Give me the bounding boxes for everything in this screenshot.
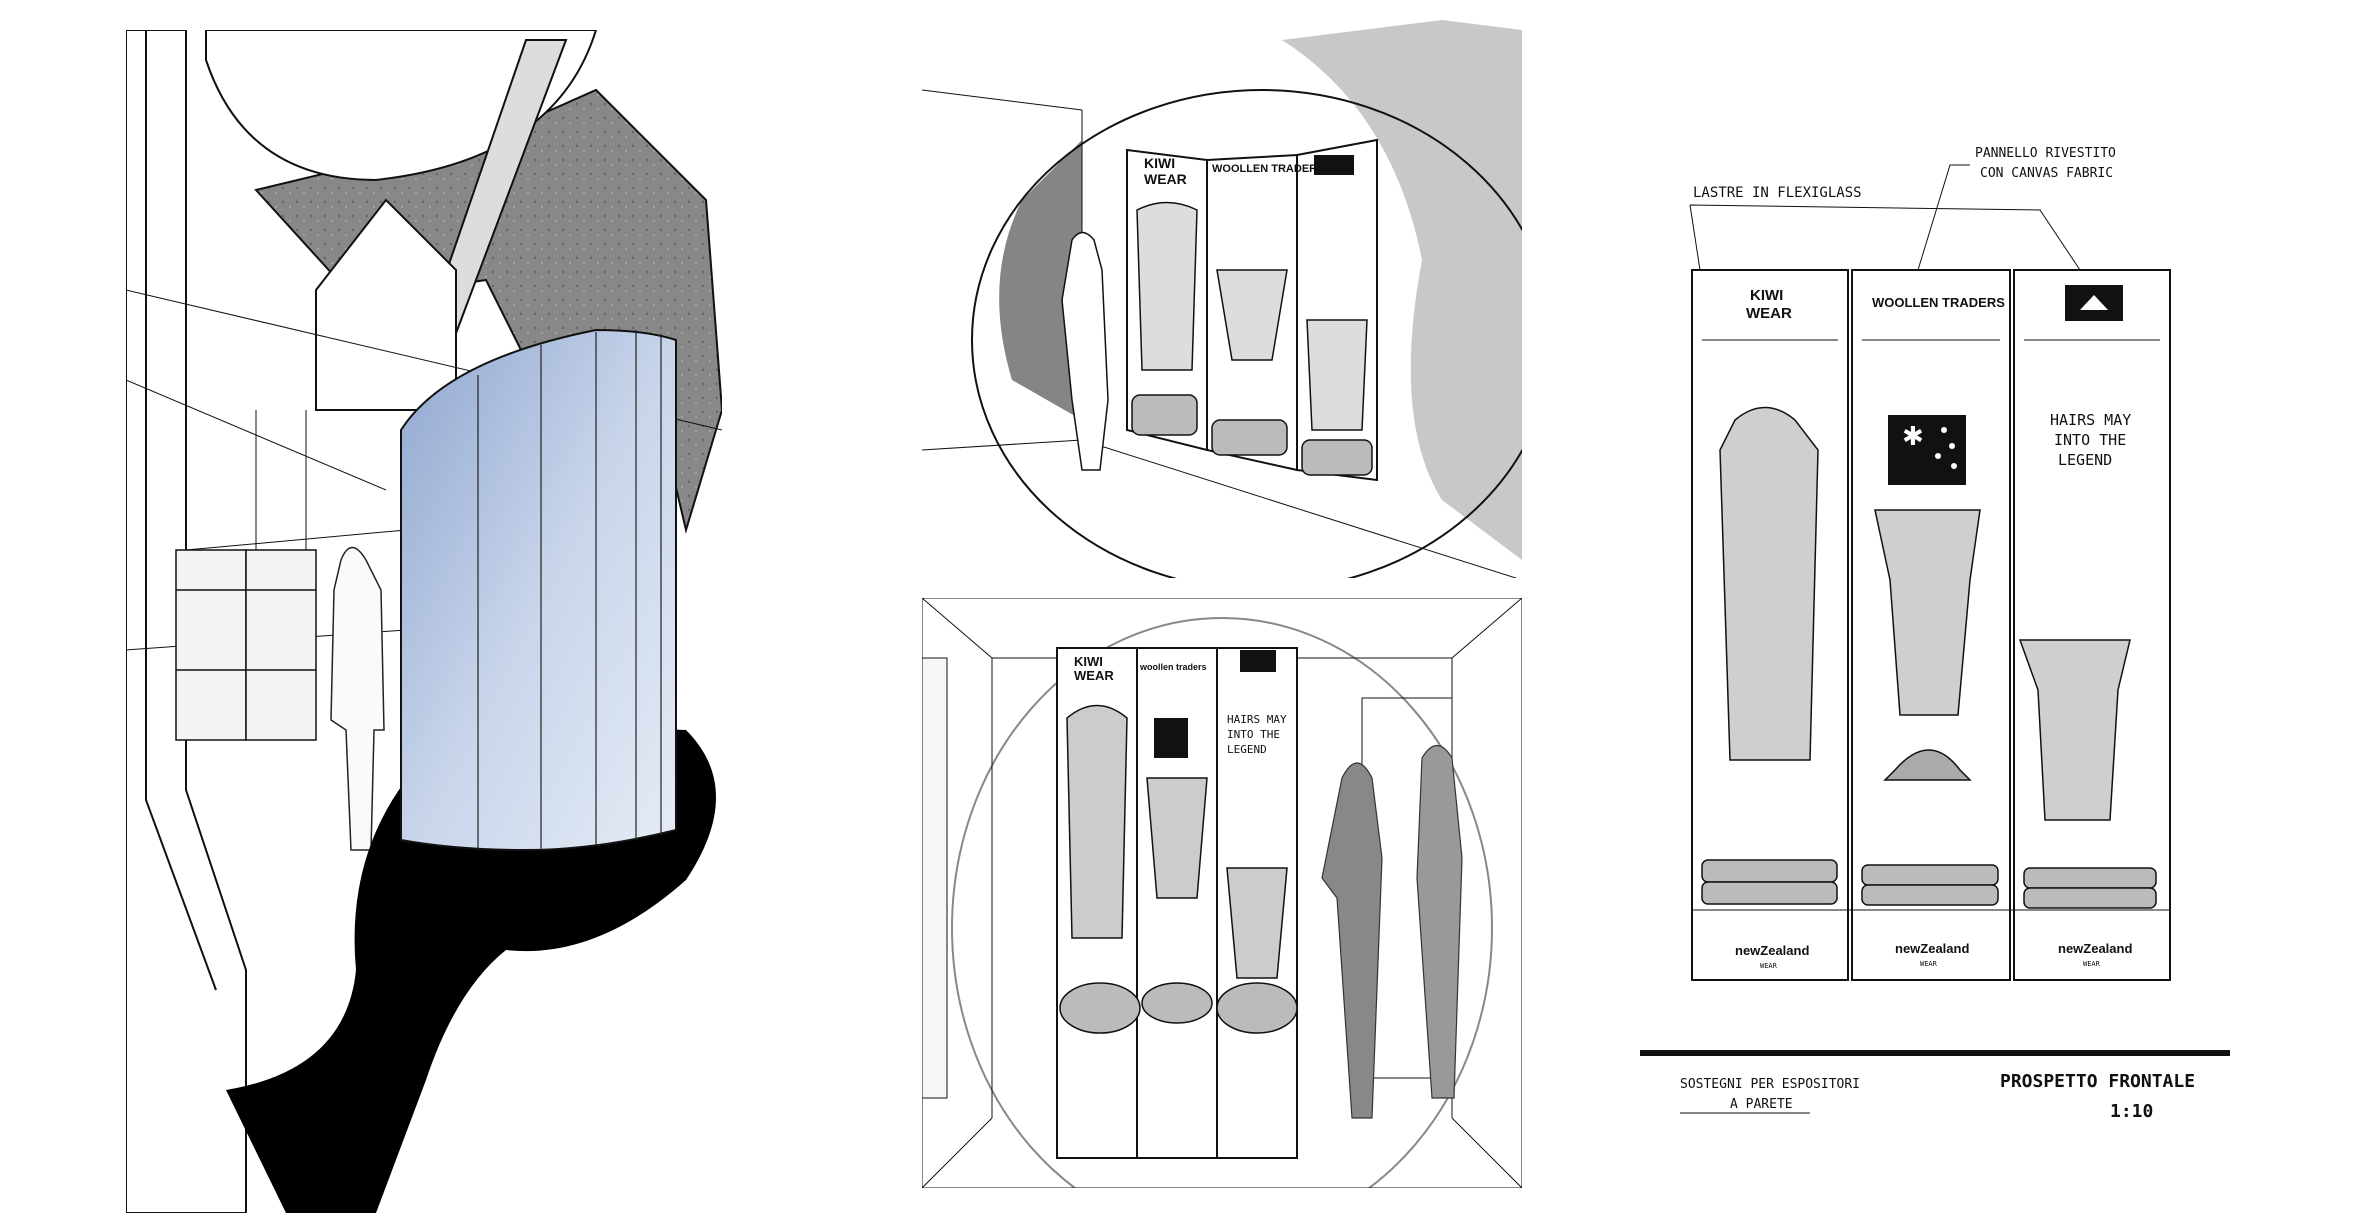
mannequin-figure bbox=[330, 546, 385, 851]
folded-stacks bbox=[1059, 982, 1298, 1034]
framing-circle-bottom bbox=[951, 617, 1493, 1188]
kiwi-wear-logo-line1: KIWI bbox=[1074, 654, 1103, 669]
footer-brand-sub-3: WEAR bbox=[2083, 960, 2101, 968]
curved-glass-wall bbox=[400, 328, 677, 852]
grey-wall-wash bbox=[1282, 20, 1522, 560]
display-perspective-top: KIWI WEAR WOOLLEN TRADERS bbox=[922, 0, 1522, 578]
display-perspective-bottom-svg: KIWI WEAR woollen traders HAIRS MAY INTO… bbox=[922, 598, 1522, 1188]
visitor-silhouette bbox=[1061, 231, 1109, 471]
woollen-traders-logo: WOOLLEN TRADERS bbox=[1212, 163, 1324, 175]
flag-graphic bbox=[1888, 415, 1966, 485]
slogan-line1: HAIRS MAY bbox=[2050, 411, 2131, 429]
annotation-leader-flexiglass bbox=[1689, 204, 2081, 271]
background-shelving bbox=[175, 549, 317, 741]
panel-inner-lines bbox=[1692, 339, 2170, 911]
footer-brand-1: newZealand bbox=[1735, 943, 1809, 958]
jacket bbox=[1874, 509, 1981, 716]
footer-brand-2: newZealand bbox=[1895, 941, 1969, 956]
footer-brand-3: newZealand bbox=[2058, 941, 2132, 956]
kiwi-wear-logo-line2: WEAR bbox=[1746, 305, 1792, 322]
woollen-traders-logo: woollen traders bbox=[1139, 662, 1207, 672]
slogan-line1: HAIRS MAY bbox=[1227, 713, 1287, 726]
hanging-garments bbox=[1066, 704, 1288, 979]
caption-left-line1: SOSTEGNI PER ESPOSITORI bbox=[1680, 1077, 1860, 1092]
annotation-panel-line1: PANNELLO RIVESTITO bbox=[1975, 146, 2116, 161]
left-wall-inner bbox=[145, 30, 217, 991]
flag-stars bbox=[1935, 427, 1957, 469]
elevation-folded-stacks bbox=[1701, 859, 2157, 909]
slogan-line2: INTO THE bbox=[2054, 431, 2126, 449]
front-elevation-drawing: LASTRE IN FLEXIGLASS PANNELLO RIVESTITO … bbox=[1640, 130, 2260, 1130]
slogan-line2: INTO THE bbox=[1227, 728, 1280, 741]
visitor-silhouette-1 bbox=[1321, 762, 1383, 1119]
annotation-panel-line2: CON CANVAS FABRIC bbox=[1980, 166, 2113, 181]
annotation-flexiglass: LASTRE IN FLEXIGLASS bbox=[1693, 185, 1862, 201]
store-perspective-svg bbox=[126, 30, 722, 1213]
front-elevation-svg: LASTRE IN FLEXIGLASS PANNELLO RIVESTITO … bbox=[1640, 146, 2230, 1122]
kiwi-wear-logo-line1: KIWI bbox=[1144, 155, 1175, 171]
kiwi-wear-logo-line2: WEAR bbox=[1144, 171, 1187, 187]
store-perspective-drawing bbox=[126, 30, 722, 1213]
brand-badge bbox=[1314, 155, 1354, 175]
elevation-garments bbox=[1719, 406, 2131, 821]
hanging-garments bbox=[1136, 201, 1368, 431]
folded-stacks bbox=[1131, 394, 1373, 476]
long-coat bbox=[1719, 406, 1819, 761]
display-perspective-top-svg: KIWI WEAR WOOLLEN TRADERS bbox=[922, 20, 1522, 578]
caption-left-line2: A PARETE bbox=[1730, 1097, 1793, 1112]
visitor-silhouette-2 bbox=[1416, 744, 1463, 1099]
sweater bbox=[2018, 639, 2131, 821]
kiwi-wear-logo-line1: KIWI bbox=[1750, 287, 1783, 304]
brand-badge bbox=[1240, 650, 1276, 672]
black-floor-path bbox=[226, 728, 716, 1213]
mountain-icon bbox=[2080, 295, 2108, 310]
drawing-scale: 1:10 bbox=[2110, 1101, 2153, 1122]
flag-graphic bbox=[1154, 718, 1188, 758]
display-perspective-bottom: KIWI WEAR woollen traders HAIRS MAY INTO… bbox=[922, 598, 1522, 1188]
slogan-line3: LEGEND bbox=[2058, 451, 2112, 469]
slogan-line3: LEGEND bbox=[1227, 743, 1267, 756]
drawing-title: PROSPETTO FRONTALE bbox=[2000, 1071, 2195, 1092]
left-wall-shadow bbox=[999, 140, 1082, 420]
ground-line bbox=[1640, 1050, 2230, 1056]
footer-brand-sub-2: WEAR bbox=[1920, 960, 1938, 968]
kiwi-wear-logo-line2: WEAR bbox=[1074, 668, 1114, 683]
woollen-traders-logo: WOOLLEN TRADERS bbox=[1872, 295, 2005, 310]
glass-wall-seams bbox=[477, 330, 662, 850]
framing-circle bbox=[971, 89, 1522, 578]
hat bbox=[1883, 749, 1972, 781]
hanging-box bbox=[315, 198, 457, 411]
annotation-leader-panel bbox=[1917, 164, 1970, 271]
asterisk-icon: ✱ bbox=[1902, 422, 1924, 452]
footer-brand-sub-1: WEAR bbox=[1760, 962, 1778, 970]
